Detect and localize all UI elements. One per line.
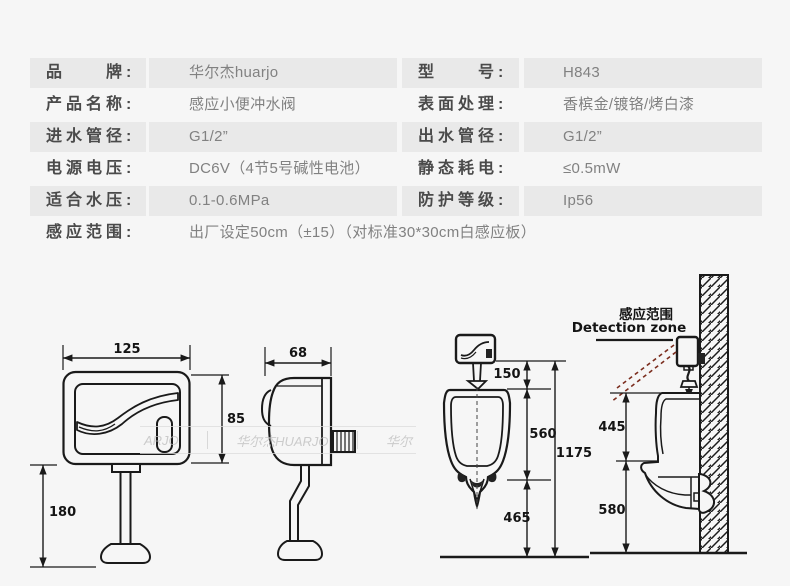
urinal-bowl-outline — [442, 388, 512, 510]
label-static-power: 静态耗电: — [418, 160, 508, 177]
valve-trumpet-base — [99, 543, 152, 564]
value-outlet-diameter: G1/2” — [524, 122, 762, 152]
label-brand: 品 牌: — [30, 58, 146, 88]
spec-row-sensing-range: 感应范围: 出厂设定50cm（±15）（对标准30*30cm白感应板） — [30, 218, 762, 248]
value-static-power: ≤0.5mW — [563, 160, 621, 177]
dim-valve-height: 85 — [227, 412, 245, 427]
value-supply-voltage: DC6V（4节5号碱性电池） — [189, 160, 370, 177]
label-sensing-range: 感应范围: — [46, 224, 136, 241]
dim-valve-width: 125 — [113, 342, 140, 357]
value-model: H843 — [524, 58, 762, 88]
valve-down-pipe — [119, 471, 132, 545]
valve-side-body — [267, 376, 333, 467]
spec-table: 品 牌: 华尔杰huarjo 型 号: H843 产品名称: 感应小便冲水阀 表… — [30, 58, 762, 250]
drain-trap — [698, 473, 715, 514]
value-brand: 华尔杰huarjo — [149, 58, 397, 88]
detection-zone-label-en: Detection zone — [572, 320, 687, 336]
dim-total-height: 1175 — [556, 446, 592, 461]
spec-row-name-finish: 产品名称: 感应小便冲水阀 表面处理: 香槟金/镀铬/烤白漆 — [30, 90, 762, 120]
dim-rim-to-sensor: 445 — [598, 420, 625, 435]
valve-sensor-window — [156, 416, 173, 453]
dim-valve-pipe-drop: 180 — [49, 505, 76, 520]
wall-sensor — [675, 335, 700, 368]
dim-sensor-to-urinal: 150 — [493, 367, 520, 382]
value-water-pressure: 0.1-0.6MPa — [149, 186, 397, 216]
label-product-name: 产品名称: — [46, 96, 136, 113]
label-surface-finish: 表面处理: — [418, 96, 508, 113]
label-protection-class: 防护等级: — [402, 186, 519, 216]
valve-front-view: 125 85 180 — [30, 342, 245, 568]
dim-urinal-height: 560 — [529, 427, 556, 442]
detection-beam-lower — [610, 351, 677, 403]
detection-zone-label-cn: 感应范围 — [619, 306, 673, 323]
threaded-inlet — [332, 430, 356, 453]
urinal-front-view: 150 560 465 1175 — [440, 333, 592, 559]
installation-side-view: 感应范围 Detection zone — [572, 274, 747, 555]
value-surface-finish: 香槟金/镀铬/烤白漆 — [563, 96, 695, 113]
valve-side-view: 68 — [260, 346, 356, 561]
label-outlet-diameter: 出水管径: — [402, 122, 519, 152]
value-protection-class: Ip56 — [524, 186, 762, 216]
label-inlet-diameter: 进水管径: — [30, 122, 146, 152]
dim-valve-depth: 68 — [289, 346, 307, 361]
spec-row-brand-model: 品 牌: 华尔杰huarjo 型 号: H843 — [30, 58, 762, 88]
value-sensing-range: 出厂设定50cm（±15）（对标准30*30cm白感应板） — [189, 224, 536, 241]
label-supply-voltage: 电源电压: — [46, 160, 136, 177]
urinal-side-outline — [640, 392, 701, 511]
valve-wave-decoration — [76, 392, 179, 435]
spec-row-pipe-diameters: 进水管径: G1/2” 出水管径: G1/2” — [30, 122, 762, 152]
label-water-pressure: 适合水压: — [30, 186, 146, 216]
valve-side-trumpet-base — [276, 540, 324, 561]
value-product-name: 感应小便冲水阀 — [189, 96, 297, 113]
dim-rim-height: 580 — [598, 503, 625, 518]
label-model: 型 号: — [402, 58, 519, 88]
dim-urinal-bottom-to-floor: 465 — [503, 511, 530, 526]
technical-drawings: 125 85 180 6 — [30, 274, 747, 568]
detection-beam-upper — [616, 344, 675, 389]
spec-row-power: 电源电压: DC6V（4节5号碱性电池） 静态耗电: ≤0.5mW — [30, 154, 762, 184]
valve-side-lens — [260, 389, 272, 427]
value-inlet-diameter: G1/2” — [149, 122, 397, 152]
spec-row-pressure-rating: 适合水压: 0.1-0.6MPa 防护等级: Ip56 — [30, 186, 762, 216]
